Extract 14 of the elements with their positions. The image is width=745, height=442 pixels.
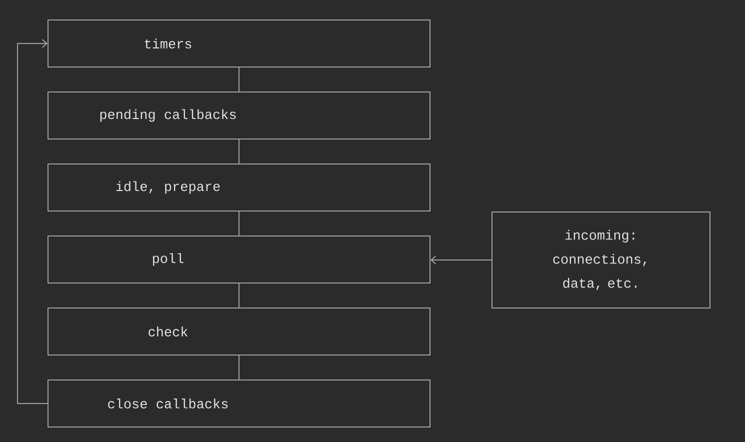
connector: [430, 256, 492, 264]
phase-box: pending callbacks: [48, 92, 430, 140]
connector: [17, 39, 48, 404]
phase-box: poll: [48, 236, 430, 284]
connector: [238, 354, 240, 380]
phase-box: check: [48, 307, 430, 356]
phase-box: idle, prepare: [48, 164, 430, 212]
connector: [238, 211, 240, 236]
connector: [238, 139, 240, 164]
phase-box: close callbacks: [48, 379, 430, 428]
connector: [238, 67, 240, 92]
phase-box: timers: [48, 20, 430, 68]
input-box: incoming: connections, data, etc.: [492, 212, 710, 308]
connector: [238, 283, 240, 308]
